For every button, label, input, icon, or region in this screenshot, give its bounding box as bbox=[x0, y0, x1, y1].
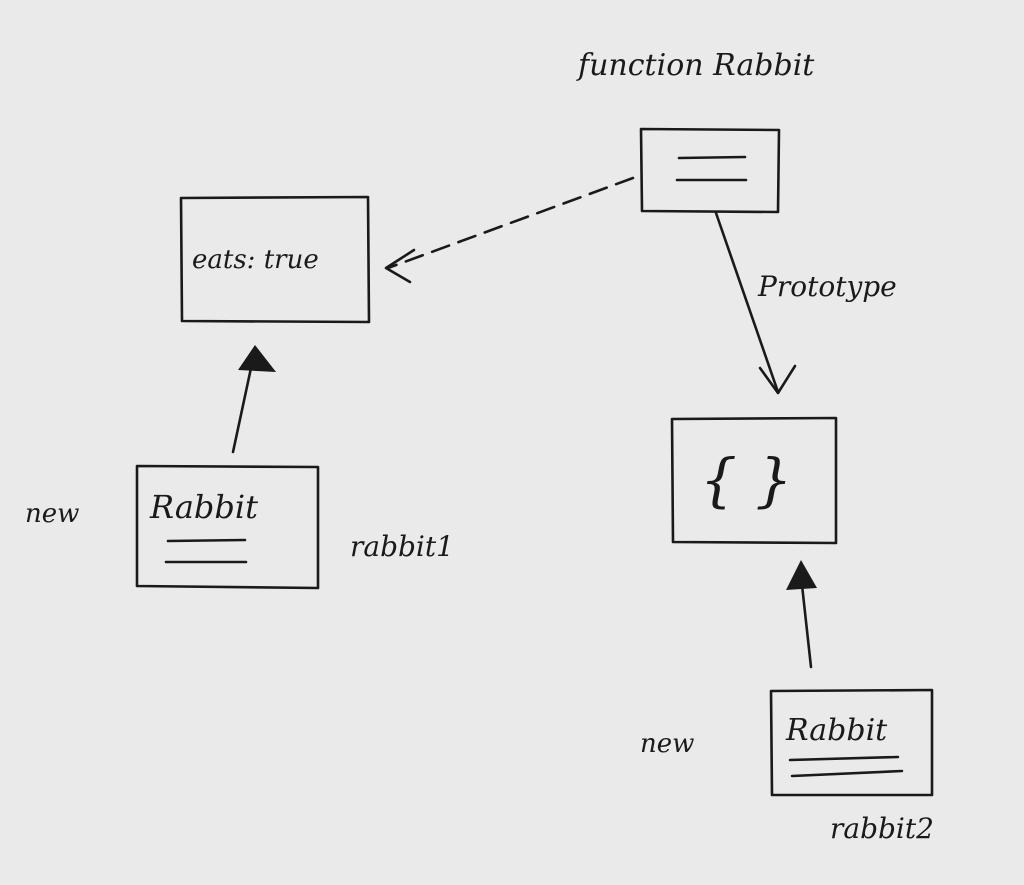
dashed-arrowhead bbox=[384, 248, 416, 284]
rabbit2-arrow bbox=[800, 583, 813, 669]
rabbit2-constructor-text: Rabbit bbox=[785, 713, 888, 748]
prototype-object-text: eats: true bbox=[192, 245, 319, 275]
dashed-arrow bbox=[386, 176, 635, 270]
empty-object-box bbox=[670, 416, 838, 545]
empty-object-text: { } bbox=[700, 446, 792, 514]
function-label: function Rabbit bbox=[576, 48, 815, 83]
rabbit2-name: rabbit2 bbox=[830, 812, 934, 845]
rabbit1-box bbox=[135, 464, 320, 590]
rabbit2-lines bbox=[788, 755, 904, 778]
rabbit1-constructor-text: Rabbit bbox=[149, 488, 258, 526]
rabbit1-arrowhead bbox=[238, 345, 276, 372]
function-box bbox=[639, 127, 781, 214]
prototype-arrow bbox=[714, 211, 780, 394]
rabbit1-arrow bbox=[231, 366, 253, 454]
prototype-label: Prototype bbox=[757, 270, 897, 303]
prototype-arrowhead bbox=[758, 364, 797, 395]
rabbit1-lines bbox=[164, 538, 248, 564]
rabbit1-new-label: new bbox=[25, 499, 79, 529]
rabbit2-box bbox=[769, 688, 934, 797]
rabbit2-arrowhead bbox=[786, 560, 817, 590]
rabbit2-new-label: new bbox=[640, 729, 694, 759]
rabbit1-name: rabbit1 bbox=[350, 530, 454, 563]
prototype-object-box bbox=[179, 195, 371, 324]
